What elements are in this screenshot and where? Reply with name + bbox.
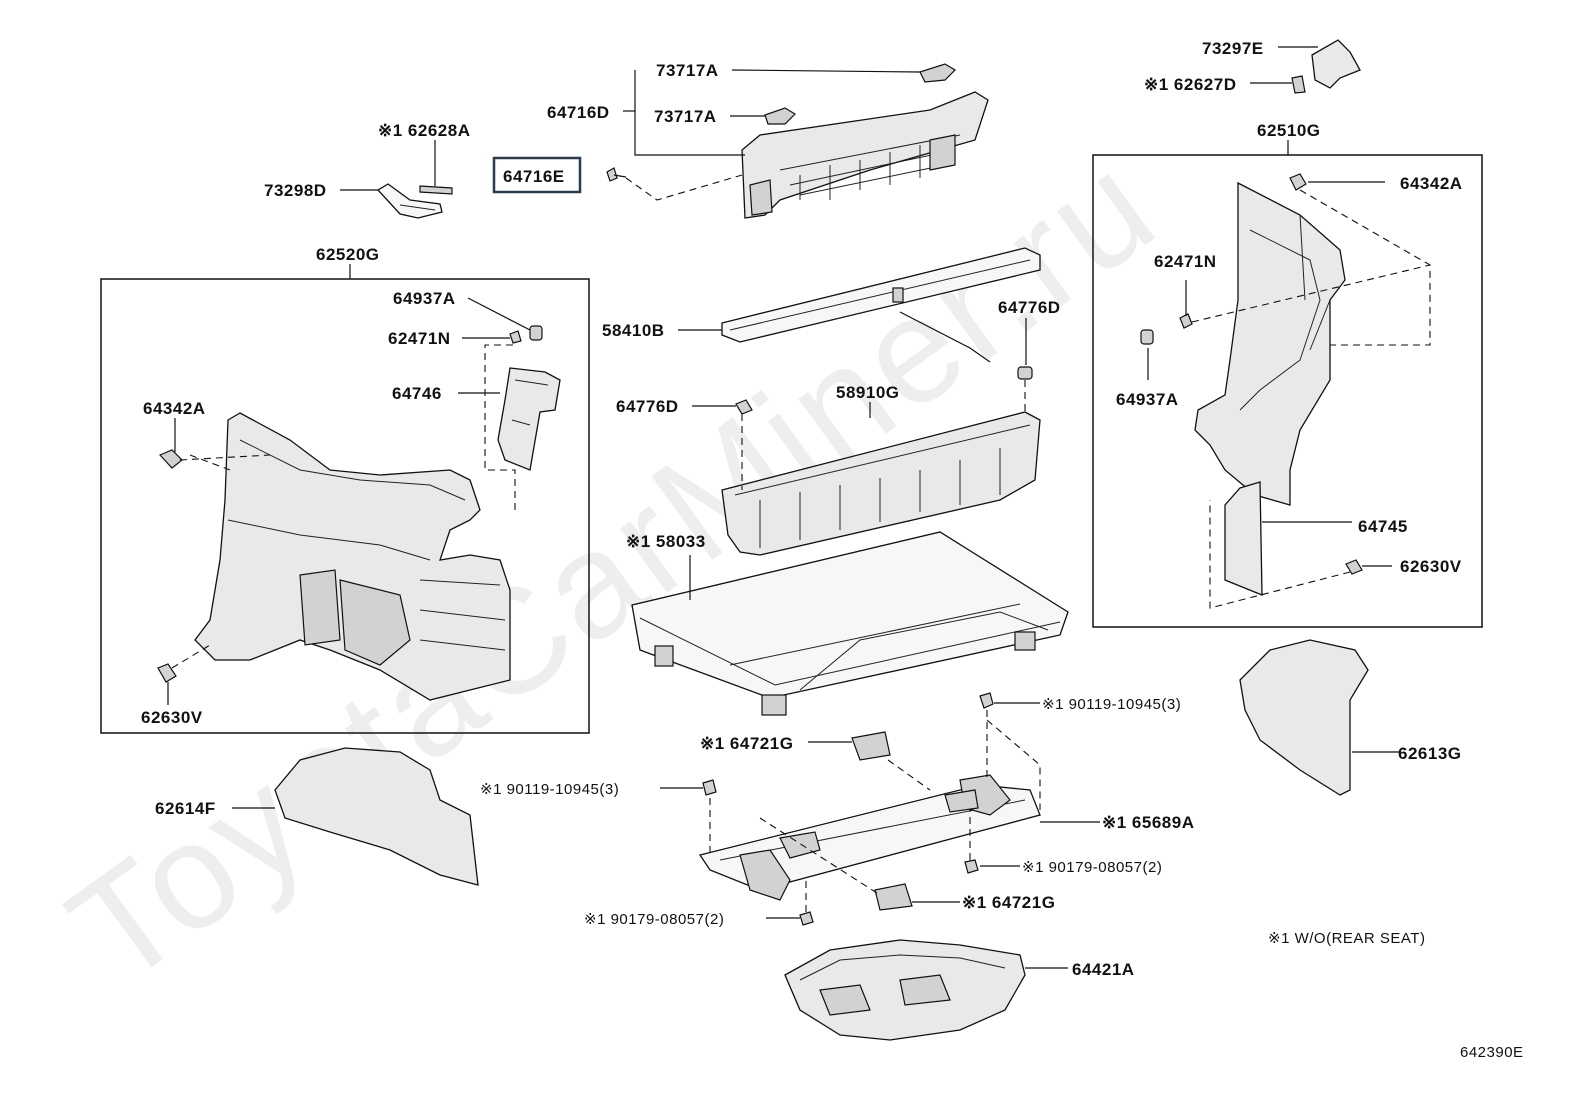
part-64937A-left-clip[interactable] [529, 325, 543, 341]
label-64937A-left[interactable]: 64937A [393, 289, 456, 308]
label-62510G[interactable]: 62510G [1257, 121, 1321, 140]
label-64776D-left[interactable]: 64776D [616, 397, 679, 416]
part-90179-right-nut[interactable] [964, 859, 979, 874]
label-62471N-right[interactable]: 62471N [1154, 252, 1217, 271]
part-73297E-cover[interactable] [1311, 39, 1361, 89]
footnote-text: ※1 W/O(REAR SEAT) [1268, 930, 1425, 947]
part-64776D-right-clip[interactable] [1017, 366, 1033, 380]
part-64745-panel[interactable] [1224, 481, 1263, 596]
part-64776D-left-clip[interactable] [735, 399, 753, 415]
label-64937A-right[interactable]: 64937A [1116, 390, 1179, 409]
label-64342A-left[interactable]: 64342A [143, 399, 206, 418]
label-62520G[interactable]: 62520G [316, 245, 380, 264]
label-64421A[interactable]: 64421A [1072, 960, 1135, 979]
label-73297E[interactable]: 73297E [1202, 39, 1264, 58]
label-62630V-right[interactable]: 62630V [1400, 557, 1462, 576]
label-62628A[interactable]: ※1 62628A [378, 121, 470, 140]
highlight-box-64716E [492, 156, 582, 194]
label-64342A-right[interactable]: 64342A [1400, 174, 1463, 193]
label-90179-left[interactable]: ※1 90179-08057(2) [584, 911, 724, 928]
label-64721G-bottom[interactable]: ※1 64721G [962, 893, 1055, 912]
label-73717A-mid[interactable]: 73717A [654, 107, 717, 126]
label-90119-left[interactable]: ※1 90119-10945(3) [480, 781, 619, 798]
part-58033-deck-board[interactable] [631, 531, 1069, 716]
label-64776D-right[interactable]: 64776D [998, 298, 1061, 317]
part-62471N-right-clip[interactable] [1179, 313, 1193, 329]
part-90119-right-bolt[interactable] [979, 692, 994, 709]
part-64342A-left-clip[interactable] [158, 449, 183, 469]
label-62614F[interactable]: 62614F [155, 799, 216, 818]
label-64721G-top[interactable]: ※1 64721G [700, 734, 793, 753]
part-65689A-bracket[interactable] [698, 774, 1041, 901]
part-64421A-tray[interactable] [784, 939, 1026, 1041]
part-64937A-right-clip[interactable] [1140, 329, 1154, 345]
part-62630V-right-clip[interactable] [1345, 559, 1363, 575]
label-64716E[interactable]: 64716E [503, 167, 565, 186]
label-62613G[interactable]: 62613G [1398, 744, 1462, 763]
label-58910G[interactable]: 58910G [836, 383, 900, 402]
label-64746[interactable]: 64746 [392, 384, 442, 403]
part-90179-left-nut[interactable] [799, 911, 814, 926]
label-62627D[interactable]: ※1 62627D [1144, 75, 1236, 94]
part-62471N-left-clip[interactable] [509, 330, 522, 344]
group-box-62520G [100, 278, 590, 734]
label-73298D[interactable]: 73298D [264, 181, 327, 200]
diagram-id-text: 642390E [1460, 1044, 1524, 1061]
label-64716D[interactable]: 64716D [547, 103, 610, 122]
label-62471N-left[interactable]: 62471N [388, 329, 451, 348]
part-62627D-clip[interactable] [1291, 75, 1306, 94]
part-62630V-left-clip[interactable] [157, 663, 177, 683]
part-73298D-bracket[interactable] [376, 183, 443, 219]
label-58410B[interactable]: 58410B [602, 321, 665, 340]
part-64721G-top-block[interactable] [851, 731, 891, 761]
part-58410B-board[interactable] [721, 247, 1041, 363]
part-64342A-right-clip[interactable] [1289, 173, 1307, 191]
label-73717A-top[interactable]: 73717A [656, 61, 719, 80]
label-90119-right[interactable]: ※1 90119-10945(3) [1042, 696, 1181, 713]
part-58910G-tray[interactable] [721, 411, 1041, 556]
part-62614F-liner[interactable] [274, 747, 479, 886]
part-90119-left-bolt[interactable] [702, 779, 717, 796]
part-64716E-screw[interactable] [606, 167, 627, 182]
part-62613G-liner[interactable] [1239, 639, 1369, 796]
part-73717A-top-clip[interactable] [919, 63, 956, 83]
part-62520G-panel[interactable] [194, 412, 511, 701]
part-62510G-panel[interactable] [1194, 181, 1346, 506]
part-64746-bracket[interactable] [497, 367, 561, 471]
label-58033[interactable]: ※1 58033 [626, 532, 706, 551]
label-65689A[interactable]: ※1 65689A [1102, 813, 1194, 832]
label-90179-right[interactable]: ※1 90179-08057(2) [1022, 859, 1162, 876]
part-62628A-clip[interactable] [419, 185, 453, 195]
label-62630V-left[interactable]: 62630V [141, 708, 203, 727]
part-73717A-mid-clip[interactable] [764, 107, 796, 125]
part-64716D-trim[interactable] [741, 91, 989, 219]
label-64745[interactable]: 64745 [1358, 517, 1408, 536]
part-64721G-bottom-block[interactable] [874, 883, 913, 911]
